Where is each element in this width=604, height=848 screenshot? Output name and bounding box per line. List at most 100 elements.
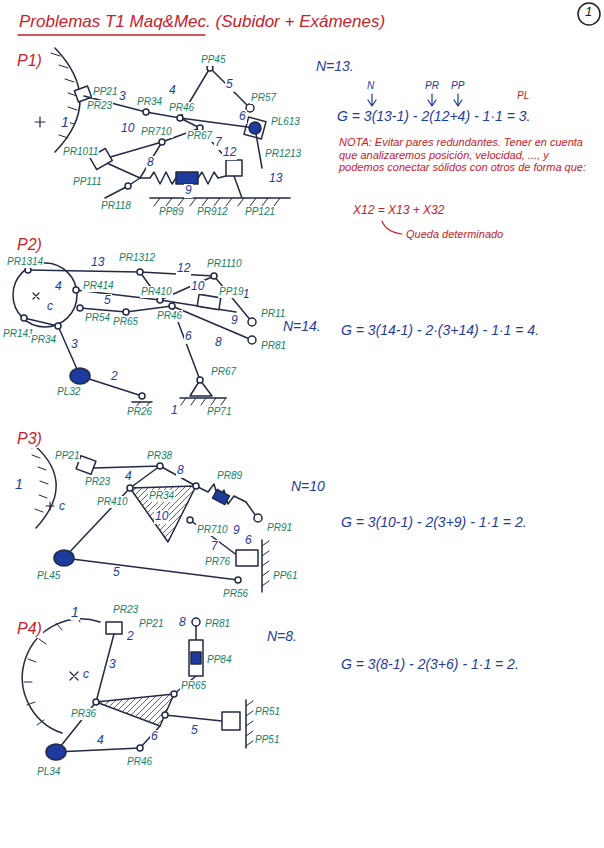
mechanism-p3 <box>24 440 269 592</box>
mechanism-p4 <box>22 614 253 760</box>
mechanism-p4 <box>171 691 177 697</box>
link-number: 4 <box>168 84 177 98</box>
pair-label: PR410 <box>140 286 173 298</box>
pair-label: PR1314 <box>6 256 44 268</box>
pair-label: PR46 <box>156 310 183 322</box>
link-number: 5 <box>190 724 199 738</box>
mechanism-p2 <box>55 323 61 329</box>
center-mark: c <box>46 300 54 314</box>
pair-label: PR410 <box>96 496 129 508</box>
link-number: 3 <box>108 658 117 672</box>
pair-label: PL34 <box>36 766 61 778</box>
pair-label: PR65 <box>180 680 207 692</box>
link-count: N=13. <box>315 58 355 74</box>
link-number: 3 <box>118 90 127 104</box>
mechanism-p4 <box>222 712 240 730</box>
header-marks <box>578 3 600 25</box>
mechanism-p2 <box>157 297 163 303</box>
pair-label: PR46 <box>126 756 153 768</box>
mechanism-p3 <box>236 550 258 566</box>
link-number: 1 <box>60 114 70 130</box>
pair-label: PP19 <box>218 286 244 298</box>
pair-label: PR1213 <box>264 148 302 160</box>
pair-label: PR34 <box>30 334 57 346</box>
mechanism-p1 <box>176 172 198 184</box>
pair-label: PR710 <box>196 524 229 536</box>
link-number: 10 <box>120 122 135 136</box>
mechanism-p4 <box>46 744 66 760</box>
note-text: NOTA: Evitar pares redundantes. Tener en… <box>338 136 595 174</box>
mechanism-p3 <box>262 541 269 586</box>
mobility-equation: G = 3(14-1) - 2·(3+14) - 1·1 = 4. <box>340 322 540 338</box>
link-number: 4 <box>54 280 63 294</box>
link-number: 4 <box>96 734 105 748</box>
link-number: 8 <box>214 336 223 350</box>
link-number: 3 <box>70 338 79 352</box>
link-number: 13 <box>90 256 105 270</box>
link-number: 1 <box>70 604 80 620</box>
mechanism-p4 <box>106 622 122 634</box>
pair-label: PR81 <box>204 618 231 630</box>
link-number: 1 <box>170 404 179 418</box>
link-number: 2 <box>110 370 119 384</box>
annotation-arrows <box>454 94 462 106</box>
term-note: PP <box>450 80 465 92</box>
link-number: 9 <box>230 314 239 328</box>
mechanism-p3 <box>130 486 196 542</box>
link-number: 2 <box>126 630 135 644</box>
link-number: 7 <box>210 540 219 554</box>
pair-label: PP21 <box>138 618 164 630</box>
pair-label: PR54 <box>84 312 111 324</box>
mechanism-p2 <box>70 368 90 384</box>
header-marks <box>18 3 600 35</box>
annotation-arrows <box>382 221 402 234</box>
pair-label: PR67 <box>210 366 237 378</box>
mechanism-p2 <box>123 309 129 315</box>
problem-label: P3) <box>16 430 43 448</box>
mechanism-p4 <box>246 701 253 746</box>
link-number: 4 <box>124 470 133 484</box>
link-number: 6 <box>150 730 159 744</box>
mechanism-p2 <box>137 269 143 275</box>
annotation-arrows <box>428 94 436 106</box>
pair-label: PR26 <box>126 406 153 418</box>
pair-label: PP111 <box>72 176 103 188</box>
mechanism-p1 <box>226 160 242 176</box>
mechanism-p2 <box>197 377 203 383</box>
link-number: 5 <box>225 78 234 92</box>
pair-label: PP45 <box>200 54 226 66</box>
term-note: PL <box>516 90 530 102</box>
link-count: N=14. <box>282 318 322 334</box>
mechanism-p2 <box>25 267 31 273</box>
mechanism-p3 <box>196 484 256 516</box>
link-number: 13 <box>268 172 283 186</box>
pair-label: PR1110 <box>206 258 243 270</box>
link-number: 10 <box>190 280 205 294</box>
mechanism-p1 <box>140 172 176 184</box>
mechanism-p4 <box>162 712 168 718</box>
mobility-equation: G = 3(10-1) - 2(3+9) - 1·1 = 2. <box>340 514 528 530</box>
pair-label: PR23 <box>112 604 139 616</box>
link-number: 1 <box>14 476 24 492</box>
mechanism-p3 <box>54 550 74 566</box>
page-title: Problemas T1 Maq&Mec. (Subidor + Exámene… <box>18 12 386 32</box>
problem-label: P2) <box>16 236 43 254</box>
mechanism-p4 <box>56 702 160 752</box>
pair-label: PR46 <box>168 102 195 114</box>
page-number: 1 <box>584 5 593 20</box>
link-number: 8 <box>146 156 155 170</box>
mechanism-p1 <box>249 122 261 134</box>
mechanism-p3 <box>64 488 238 580</box>
pair-label: PP84 <box>206 654 232 666</box>
pair-label: PR81 <box>260 340 287 352</box>
pair-label: PP21 <box>54 450 80 462</box>
pair-label: PR51 <box>254 706 281 718</box>
pair-label: PL613 <box>270 116 301 128</box>
mechanism-p3 <box>212 489 229 504</box>
pair-label: PL45 <box>36 570 61 582</box>
mechanism-p4 <box>245 700 247 748</box>
link-number: 12 <box>222 146 237 160</box>
mechanism-p4 <box>96 694 174 726</box>
pair-label: PR38 <box>146 450 173 462</box>
link-count: N=8. <box>266 628 298 644</box>
